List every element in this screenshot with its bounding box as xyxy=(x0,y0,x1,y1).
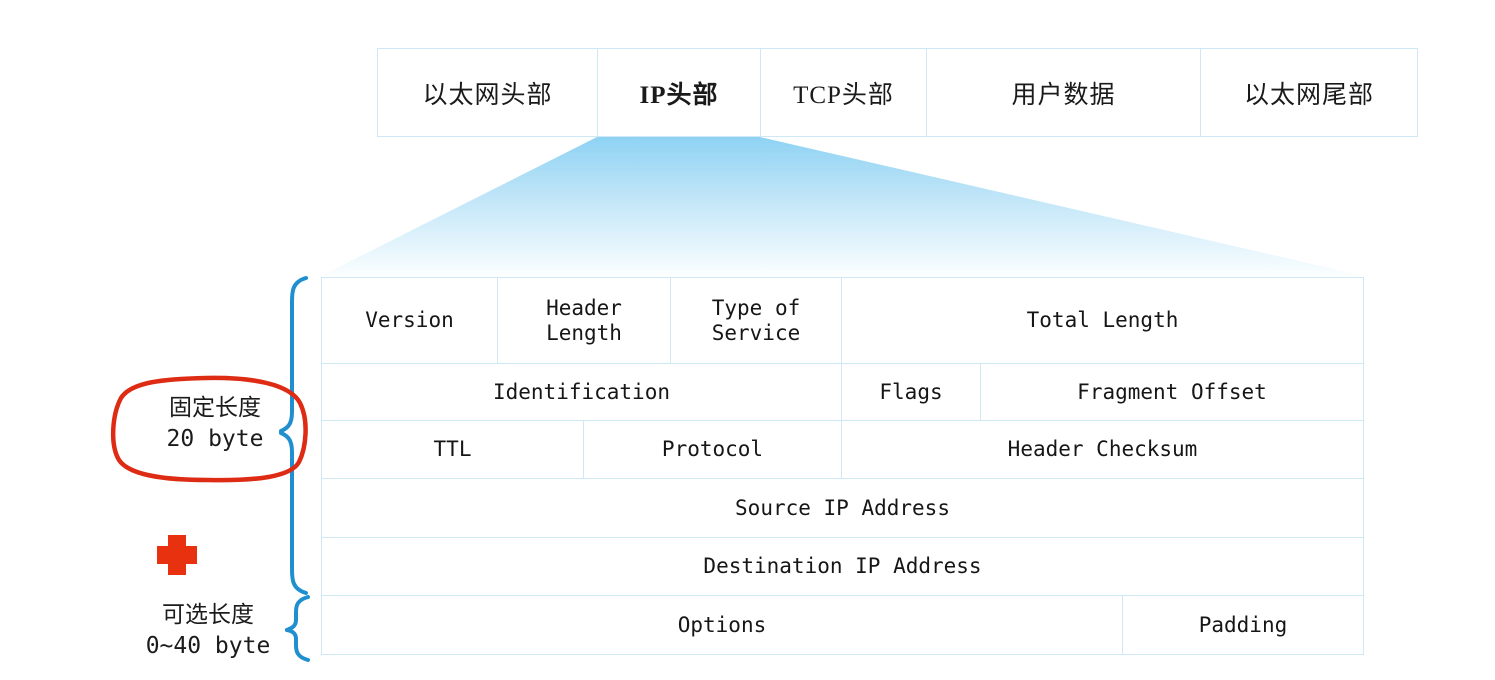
field-destination-ip-address[interactable]: Destination IP Address xyxy=(703,554,982,579)
plus-icon xyxy=(157,535,197,575)
field-header-checksum[interactable]: Header Checksum xyxy=(1007,437,1198,462)
field-header-length[interactable]: Header Length xyxy=(498,278,671,363)
field-fragment-offset[interactable]: Fragment Offset xyxy=(1077,379,1267,404)
frame-cell-tcp-header[interactable]: TCP头部 xyxy=(761,49,927,136)
field-ttl[interactable]: TTL xyxy=(322,421,584,478)
field-total-length[interactable]: Total Length xyxy=(1026,308,1179,333)
fixed-length-brace xyxy=(279,276,308,595)
field-protocol[interactable]: Protocol xyxy=(584,421,842,478)
fixed-length-label: 固定长度 20 byte xyxy=(166,395,264,453)
optional-length-label: 可选长度 0~40 byte xyxy=(145,602,271,660)
table-row: Version Header Length Type of Service To… xyxy=(322,278,1363,364)
optional-length-brace xyxy=(285,595,310,662)
table-row: Destination IP Address xyxy=(322,538,1363,596)
table-row: TTL Protocol Header Checksum xyxy=(322,421,1363,479)
field-padding[interactable]: Padding xyxy=(1198,612,1288,637)
table-row: Identification Flags Fragment Offset xyxy=(322,364,1363,421)
table-row: Options Padding xyxy=(322,596,1363,654)
frame-cell-ethernet-header[interactable]: 以太网头部 xyxy=(378,49,598,136)
field-source-ip-address[interactable]: Source IP Address xyxy=(735,495,950,520)
table-row: Source IP Address xyxy=(322,479,1363,538)
frame-cell-user-data[interactable]: 用户数据 xyxy=(927,49,1201,136)
field-version[interactable]: Version xyxy=(322,278,498,363)
field-options[interactable]: Options xyxy=(322,596,1123,654)
field-flags[interactable]: Flags xyxy=(842,364,981,420)
field-type-of-service[interactable]: Type of Service xyxy=(671,278,842,363)
ethernet-frame-bar: 以太网头部 IP头部 TCP头部 用户数据 以太网尾部 xyxy=(377,48,1418,137)
field-identification[interactable]: Identification xyxy=(322,364,842,420)
frame-cell-ip-header[interactable]: IP头部 xyxy=(598,49,761,136)
ip-header-table: Version Header Length Type of Service To… xyxy=(321,277,1364,655)
frame-cell-ethernet-trailer[interactable]: 以太网尾部 xyxy=(1243,81,1374,109)
fixed-length-circle xyxy=(110,375,308,483)
